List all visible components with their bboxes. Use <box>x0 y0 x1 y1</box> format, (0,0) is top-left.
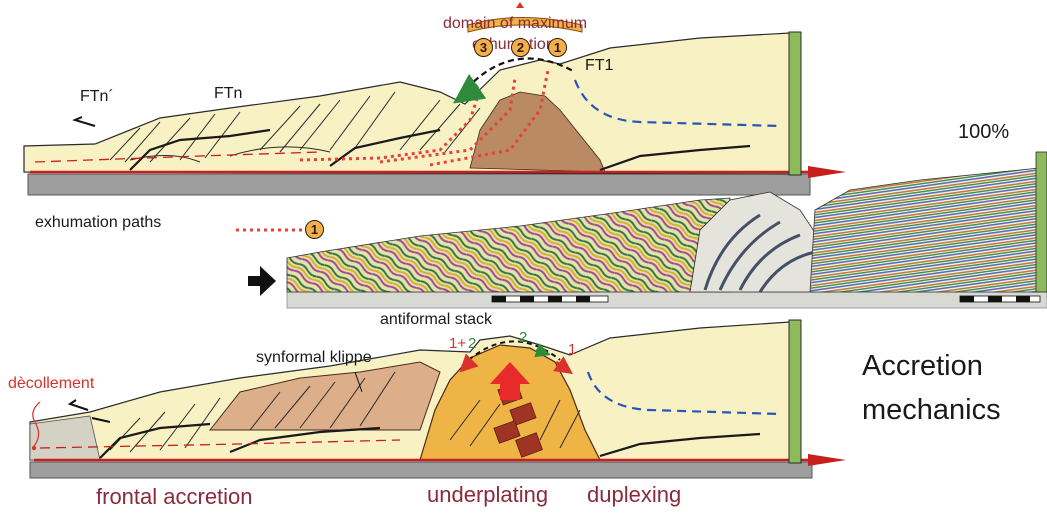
scale-bar-left <box>492 296 608 302</box>
thrust-label-ftn: FTn <box>214 86 242 102</box>
sequence-badge-1: 1 <box>548 38 567 57</box>
caption-frontal-accretion: frontal accretion <box>96 486 253 508</box>
scale-bar-right <box>960 296 1040 302</box>
model-frame <box>287 292 1047 308</box>
shortening-percent: 100% <box>958 122 1009 142</box>
sequence-label-1plus: 1+ <box>449 336 466 351</box>
domain-label-line1: domain of maximum <box>443 16 587 32</box>
domain-bracket-arrow <box>516 2 524 8</box>
model-backstop-layers <box>810 168 1040 292</box>
top-panel <box>24 2 846 195</box>
sequence-label-1: 1 <box>568 342 576 357</box>
synformal-klippe-label: synformal klippe <box>256 350 372 366</box>
decollement-leader-dot <box>32 446 36 450</box>
bottom-panel <box>30 320 846 478</box>
top-decollement-arrow <box>808 166 846 178</box>
top-base-plate <box>28 174 810 195</box>
top-backstop <box>789 32 801 175</box>
model-backstop <box>1036 152 1047 292</box>
legend-sequence-badge: 1 <box>305 220 324 239</box>
sequence-label-2b: 2 <box>519 330 527 345</box>
legend-exhumation-label: exhumation paths <box>35 215 161 231</box>
caption-underplating: underplating <box>427 484 548 506</box>
thrust-label-ft1: FT1 <box>585 58 613 74</box>
antiformal-stack-label: antiformal stack <box>380 312 492 328</box>
bottom-decollement-arrow <box>808 454 846 466</box>
decollement-label: dècollement <box>8 376 94 392</box>
sequence-label-2a: 2 <box>468 336 476 351</box>
top-ftn-prime-arrow <box>75 117 95 126</box>
model-wedge-folded <box>287 198 730 292</box>
bottom-base-plate <box>30 462 812 478</box>
sequence-badge-3: 3 <box>474 38 493 57</box>
bottom-backstop <box>789 320 801 463</box>
accretion-title-line2: mechanics <box>862 396 1001 425</box>
model-pusher-arrow <box>248 266 276 296</box>
thrust-label-ftn-prime: FTn´ <box>80 89 114 105</box>
sequence-badge-2: 2 <box>511 38 530 57</box>
accretion-title-line1: Accretion <box>862 352 983 381</box>
bottom-frontal-gray <box>30 416 100 460</box>
caption-duplexing: duplexing <box>587 484 681 506</box>
